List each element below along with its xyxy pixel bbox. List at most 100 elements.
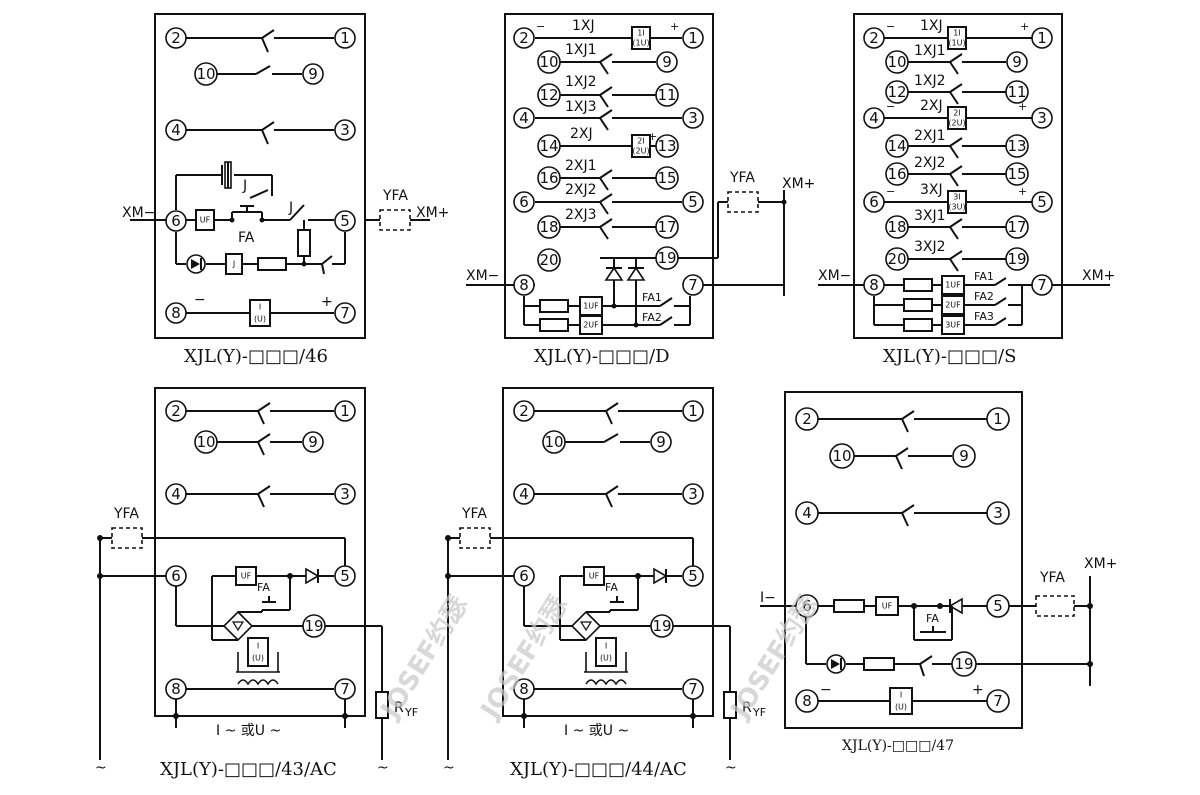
- fa-label: FA: [238, 230, 255, 246]
- svg-text:15: 15: [1007, 165, 1026, 183]
- svg-text:YFA: YFA: [113, 506, 139, 522]
- svg-text:UF: UF: [589, 572, 600, 581]
- svg-text:6: 6: [519, 193, 529, 211]
- svg-text:5: 5: [340, 567, 350, 585]
- svg-text:4: 4: [869, 109, 879, 127]
- svg-text:1: 1: [688, 402, 698, 420]
- svg-text:FA: FA: [257, 581, 270, 594]
- svg-text:9: 9: [308, 65, 318, 83]
- svg-text:7: 7: [340, 304, 350, 322]
- svg-text:19: 19: [954, 655, 973, 673]
- svg-text:8: 8: [519, 680, 529, 698]
- caption: XJL(Y)-□□□/43/AC: [160, 759, 337, 780]
- svg-text:8: 8: [802, 692, 812, 710]
- svg-text:2: 2: [869, 29, 879, 47]
- svg-text:3XJ1: 3XJ1: [914, 208, 946, 224]
- svg-text:(3U): (3U): [948, 203, 965, 212]
- svg-text:5: 5: [1037, 193, 1047, 211]
- svg-text:6: 6: [171, 567, 181, 585]
- j-label: J: [288, 200, 293, 216]
- svg-text:+: +: [972, 682, 984, 698]
- svg-text:FA: FA: [926, 612, 939, 625]
- svg-text:1XJ2: 1XJ2: [914, 73, 946, 89]
- caption: XJL(Y)-□□□/46: [184, 346, 328, 367]
- svg-text:1I: 1I: [637, 29, 644, 38]
- svg-text:15: 15: [657, 169, 676, 187]
- svg-text:3: 3: [993, 504, 1003, 522]
- diagram-47: UF FA I(U) −+ YFA XM+ I− 2 1 10 9 4 3 6 …: [760, 391, 1117, 754]
- diagram-d: 1I(1U) −+ 1XJ 2I(2U) + 1XJ1 1XJ2 1XJ3 2X…: [466, 13, 815, 367]
- svg-text:R: R: [742, 700, 752, 716]
- svg-text:XM+: XM+: [1082, 268, 1115, 284]
- svg-text:2I: 2I: [637, 137, 644, 146]
- svg-text:1XJ3: 1XJ3: [565, 99, 597, 115]
- svg-text:13: 13: [657, 137, 676, 155]
- svg-text:FA1: FA1: [642, 291, 662, 304]
- svg-text:8: 8: [171, 680, 181, 698]
- svg-text:YF: YF: [752, 706, 766, 719]
- caption: XJL(Y)-□□□/47: [842, 738, 954, 754]
- svg-text:~: ~: [95, 760, 107, 776]
- svg-text:6: 6: [519, 567, 529, 585]
- svg-text:(1U): (1U): [632, 39, 649, 48]
- svg-text:10: 10: [887, 53, 906, 71]
- svg-text:6: 6: [869, 193, 879, 211]
- svg-text:17: 17: [657, 218, 676, 236]
- svg-text:2: 2: [171, 29, 181, 47]
- svg-text:4: 4: [171, 485, 181, 503]
- svg-text:1UF: 1UF: [583, 302, 599, 311]
- svg-text:1XJ1: 1XJ1: [914, 43, 946, 59]
- svg-text:2XJ2: 2XJ2: [565, 182, 597, 198]
- svg-text:2UF: 2UF: [583, 321, 599, 330]
- svg-text:7: 7: [688, 680, 698, 698]
- svg-text:1XJ: 1XJ: [572, 18, 595, 34]
- j-label: J: [242, 178, 247, 194]
- svg-text:2: 2: [802, 410, 812, 428]
- svg-text:~: ~: [725, 760, 737, 776]
- svg-text:2UF: 2UF: [945, 301, 961, 310]
- diagram-46: UF 2 1 10 9 4 3 6 5 8 7 XM− XM+ YFA FA J…: [122, 13, 449, 367]
- svg-text:3: 3: [1037, 109, 1047, 127]
- svg-text:7: 7: [1037, 276, 1047, 294]
- svg-text:12: 12: [887, 83, 906, 101]
- svg-text:19: 19: [657, 249, 676, 267]
- svg-text:(1U): (1U): [948, 39, 965, 48]
- svg-text:−: −: [886, 185, 895, 198]
- svg-text:FA2: FA2: [642, 311, 662, 324]
- svg-text:XM−: XM−: [466, 268, 499, 284]
- svg-text:(U): (U): [252, 654, 264, 663]
- svg-text:+: +: [648, 130, 657, 143]
- svg-text:14: 14: [887, 137, 906, 155]
- svg-text:3: 3: [340, 121, 350, 139]
- svg-text:8: 8: [519, 276, 529, 294]
- svg-text:19: 19: [652, 617, 671, 635]
- caption: XJL(Y)-□□□/44/AC: [510, 759, 687, 780]
- coil-i-label: I: [259, 303, 261, 312]
- svg-text:10: 10: [832, 447, 851, 465]
- svg-text:11: 11: [1007, 83, 1026, 101]
- svg-text:6: 6: [802, 597, 812, 615]
- svg-text:3UF: 3UF: [945, 321, 961, 330]
- plus-sign: +: [321, 294, 333, 310]
- svg-text:I: I: [900, 691, 902, 700]
- svg-text:7: 7: [993, 692, 1003, 710]
- svg-text:(2U): (2U): [948, 119, 965, 128]
- svg-text:10: 10: [196, 65, 215, 83]
- svg-text:−: −: [886, 100, 895, 113]
- svg-text:12: 12: [539, 86, 558, 104]
- svg-text:1: 1: [340, 29, 350, 47]
- svg-text:3XJ2: 3XJ2: [914, 239, 946, 255]
- svg-text:3: 3: [688, 109, 698, 127]
- svg-text:14: 14: [539, 137, 558, 155]
- svg-text:XM+: XM+: [782, 176, 815, 192]
- svg-text:2: 2: [171, 402, 181, 420]
- svg-text:UF: UF: [200, 216, 211, 225]
- svg-text:I ~ 或U ~: I ~ 或U ~: [564, 723, 629, 739]
- svg-text:4: 4: [519, 485, 529, 503]
- svg-text:1XJ1: 1XJ1: [565, 42, 597, 58]
- svg-text:XM−: XM−: [818, 268, 851, 284]
- caption: XJL(Y)-□□□/D: [534, 346, 670, 367]
- svg-text:9: 9: [959, 447, 969, 465]
- svg-text:4: 4: [802, 504, 812, 522]
